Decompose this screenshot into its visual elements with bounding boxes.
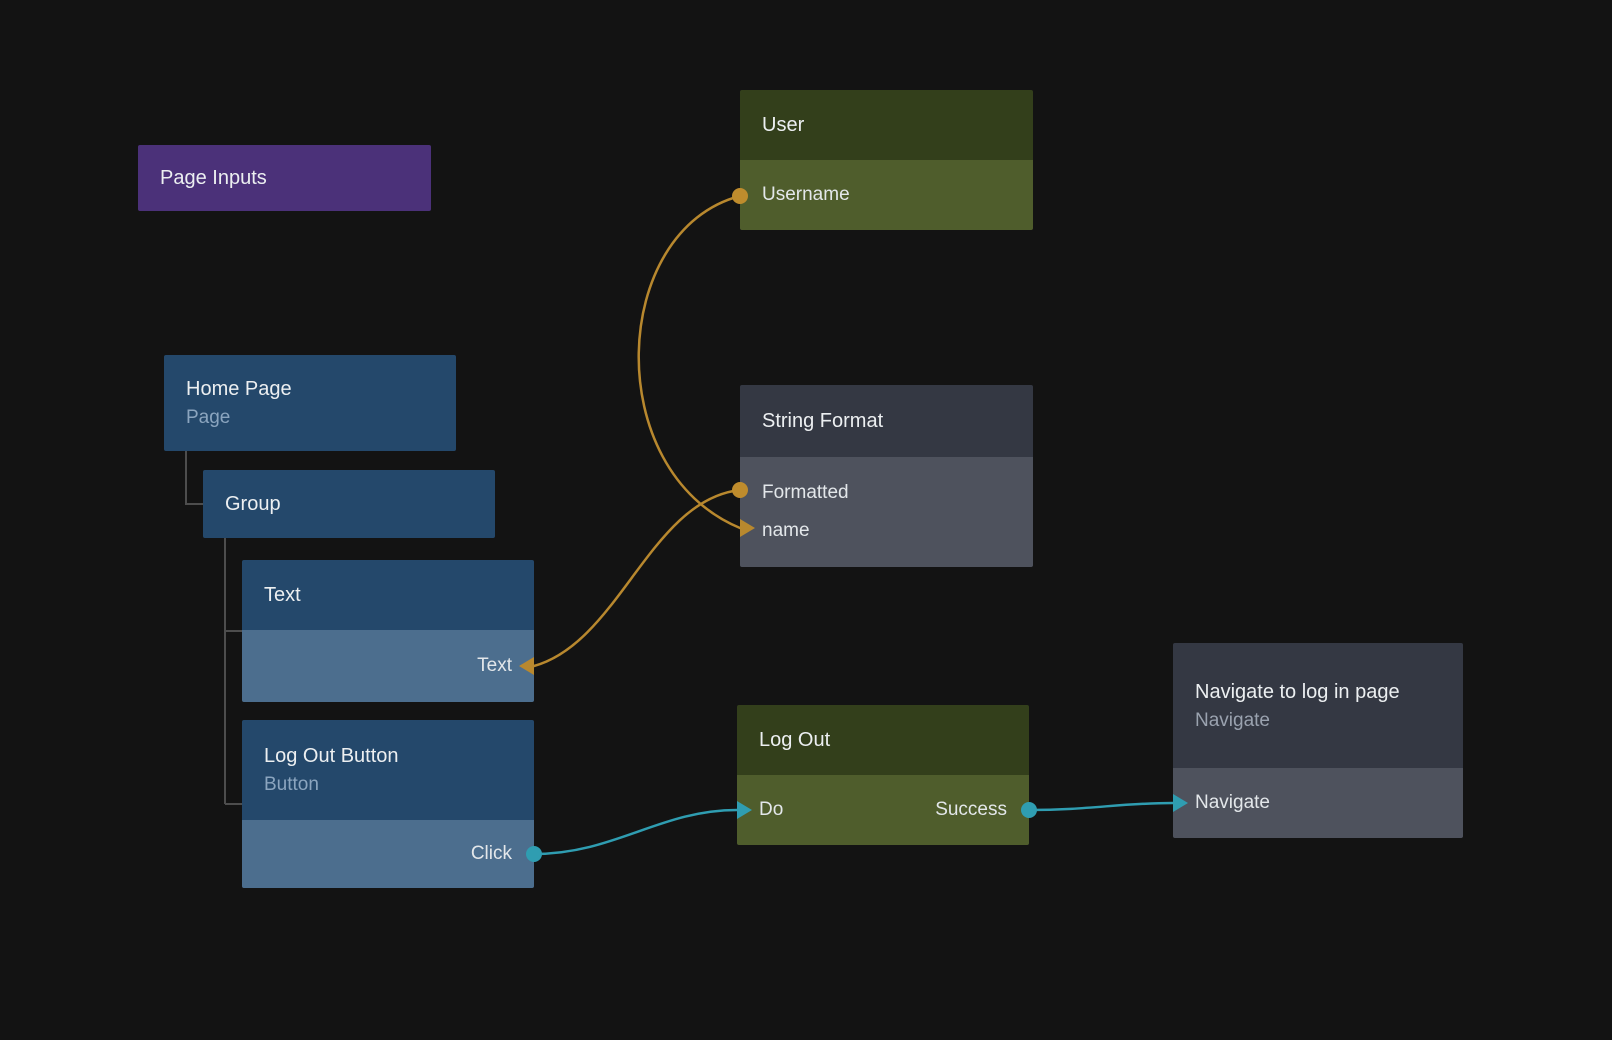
node-user[interactable]: User Username	[740, 90, 1033, 230]
connection-click-to-do[interactable]	[532, 808, 739, 856]
node-title: Home Page	[186, 378, 292, 400]
port-row-click-output[interactable]: Click	[242, 820, 534, 888]
node-user-header: User	[740, 90, 1033, 160]
node-navigate-header: Navigate to log in page Navigate	[1173, 643, 1463, 768]
node-navigate-to-login[interactable]: Navigate to log in page Navigate Navigat…	[1173, 643, 1463, 838]
port-label-navigate: Navigate	[1195, 792, 1270, 813]
node-home-page-header: Home Page Page	[164, 355, 456, 451]
port-row-navigate-input[interactable]: Navigate	[1173, 768, 1463, 838]
port-label-name: name	[762, 520, 810, 541]
node-page-inputs-header: Page Inputs	[138, 145, 431, 211]
node-text[interactable]: Text Text	[242, 560, 534, 702]
node-text-header: Text	[242, 560, 534, 630]
node-subtitle: Page	[186, 407, 231, 428]
node-log-out-header: Log Out	[737, 705, 1029, 775]
node-log-out-button-header: Log Out Button Button	[242, 720, 534, 820]
node-title: User	[762, 113, 805, 136]
node-title: Log Out	[759, 728, 831, 751]
node-log-out-button[interactable]: Log Out Button Button Click	[242, 720, 534, 888]
port-row-do-success[interactable]: Do Success	[737, 775, 1029, 845]
tree-line-homepage-group	[185, 451, 203, 505]
node-group-header: Group	[203, 470, 495, 538]
port-label-formatted: Formatted	[762, 482, 849, 503]
port-label-username: Username	[762, 184, 850, 205]
node-title: Navigate to log in page	[1195, 680, 1400, 703]
port-row-username[interactable]: Username	[740, 160, 1033, 230]
port-label-do: Do	[759, 799, 784, 820]
node-subtitle: Button	[264, 774, 319, 795]
connection-username-to-name[interactable]	[637, 194, 742, 530]
connection-success-to-navigate[interactable]	[1027, 801, 1175, 812]
node-log-out[interactable]: Log Out Do Success	[737, 705, 1029, 845]
node-group[interactable]: Group	[203, 470, 495, 538]
node-title: Text	[264, 583, 301, 606]
node-string-format-header: String Format	[740, 385, 1033, 457]
node-title: Log Out Button	[264, 745, 399, 767]
node-home-page[interactable]: Home Page Page	[164, 355, 456, 451]
tree-line-group-children	[224, 538, 242, 805]
node-title: Group	[225, 492, 281, 515]
node-subtitle: Navigate	[1195, 709, 1270, 731]
node-title: String Format	[762, 409, 884, 432]
port-row-formatted-output[interactable]: Formatted	[740, 474, 1033, 512]
port-label-success: Success	[935, 799, 1007, 820]
node-page-inputs[interactable]: Page Inputs	[138, 145, 431, 211]
port-label-click: Click	[470, 843, 512, 864]
connection-formatted-to-text[interactable]	[532, 488, 742, 668]
port-label-text: Text	[477, 655, 512, 676]
node-string-format[interactable]: String Format Formatted name	[740, 385, 1033, 567]
port-row-name-input[interactable]: name	[740, 512, 1033, 550]
node-string-format-body: Formatted name	[740, 457, 1033, 567]
node-title: Page Inputs	[160, 166, 267, 189]
port-row-text-input[interactable]: Text	[242, 630, 534, 702]
